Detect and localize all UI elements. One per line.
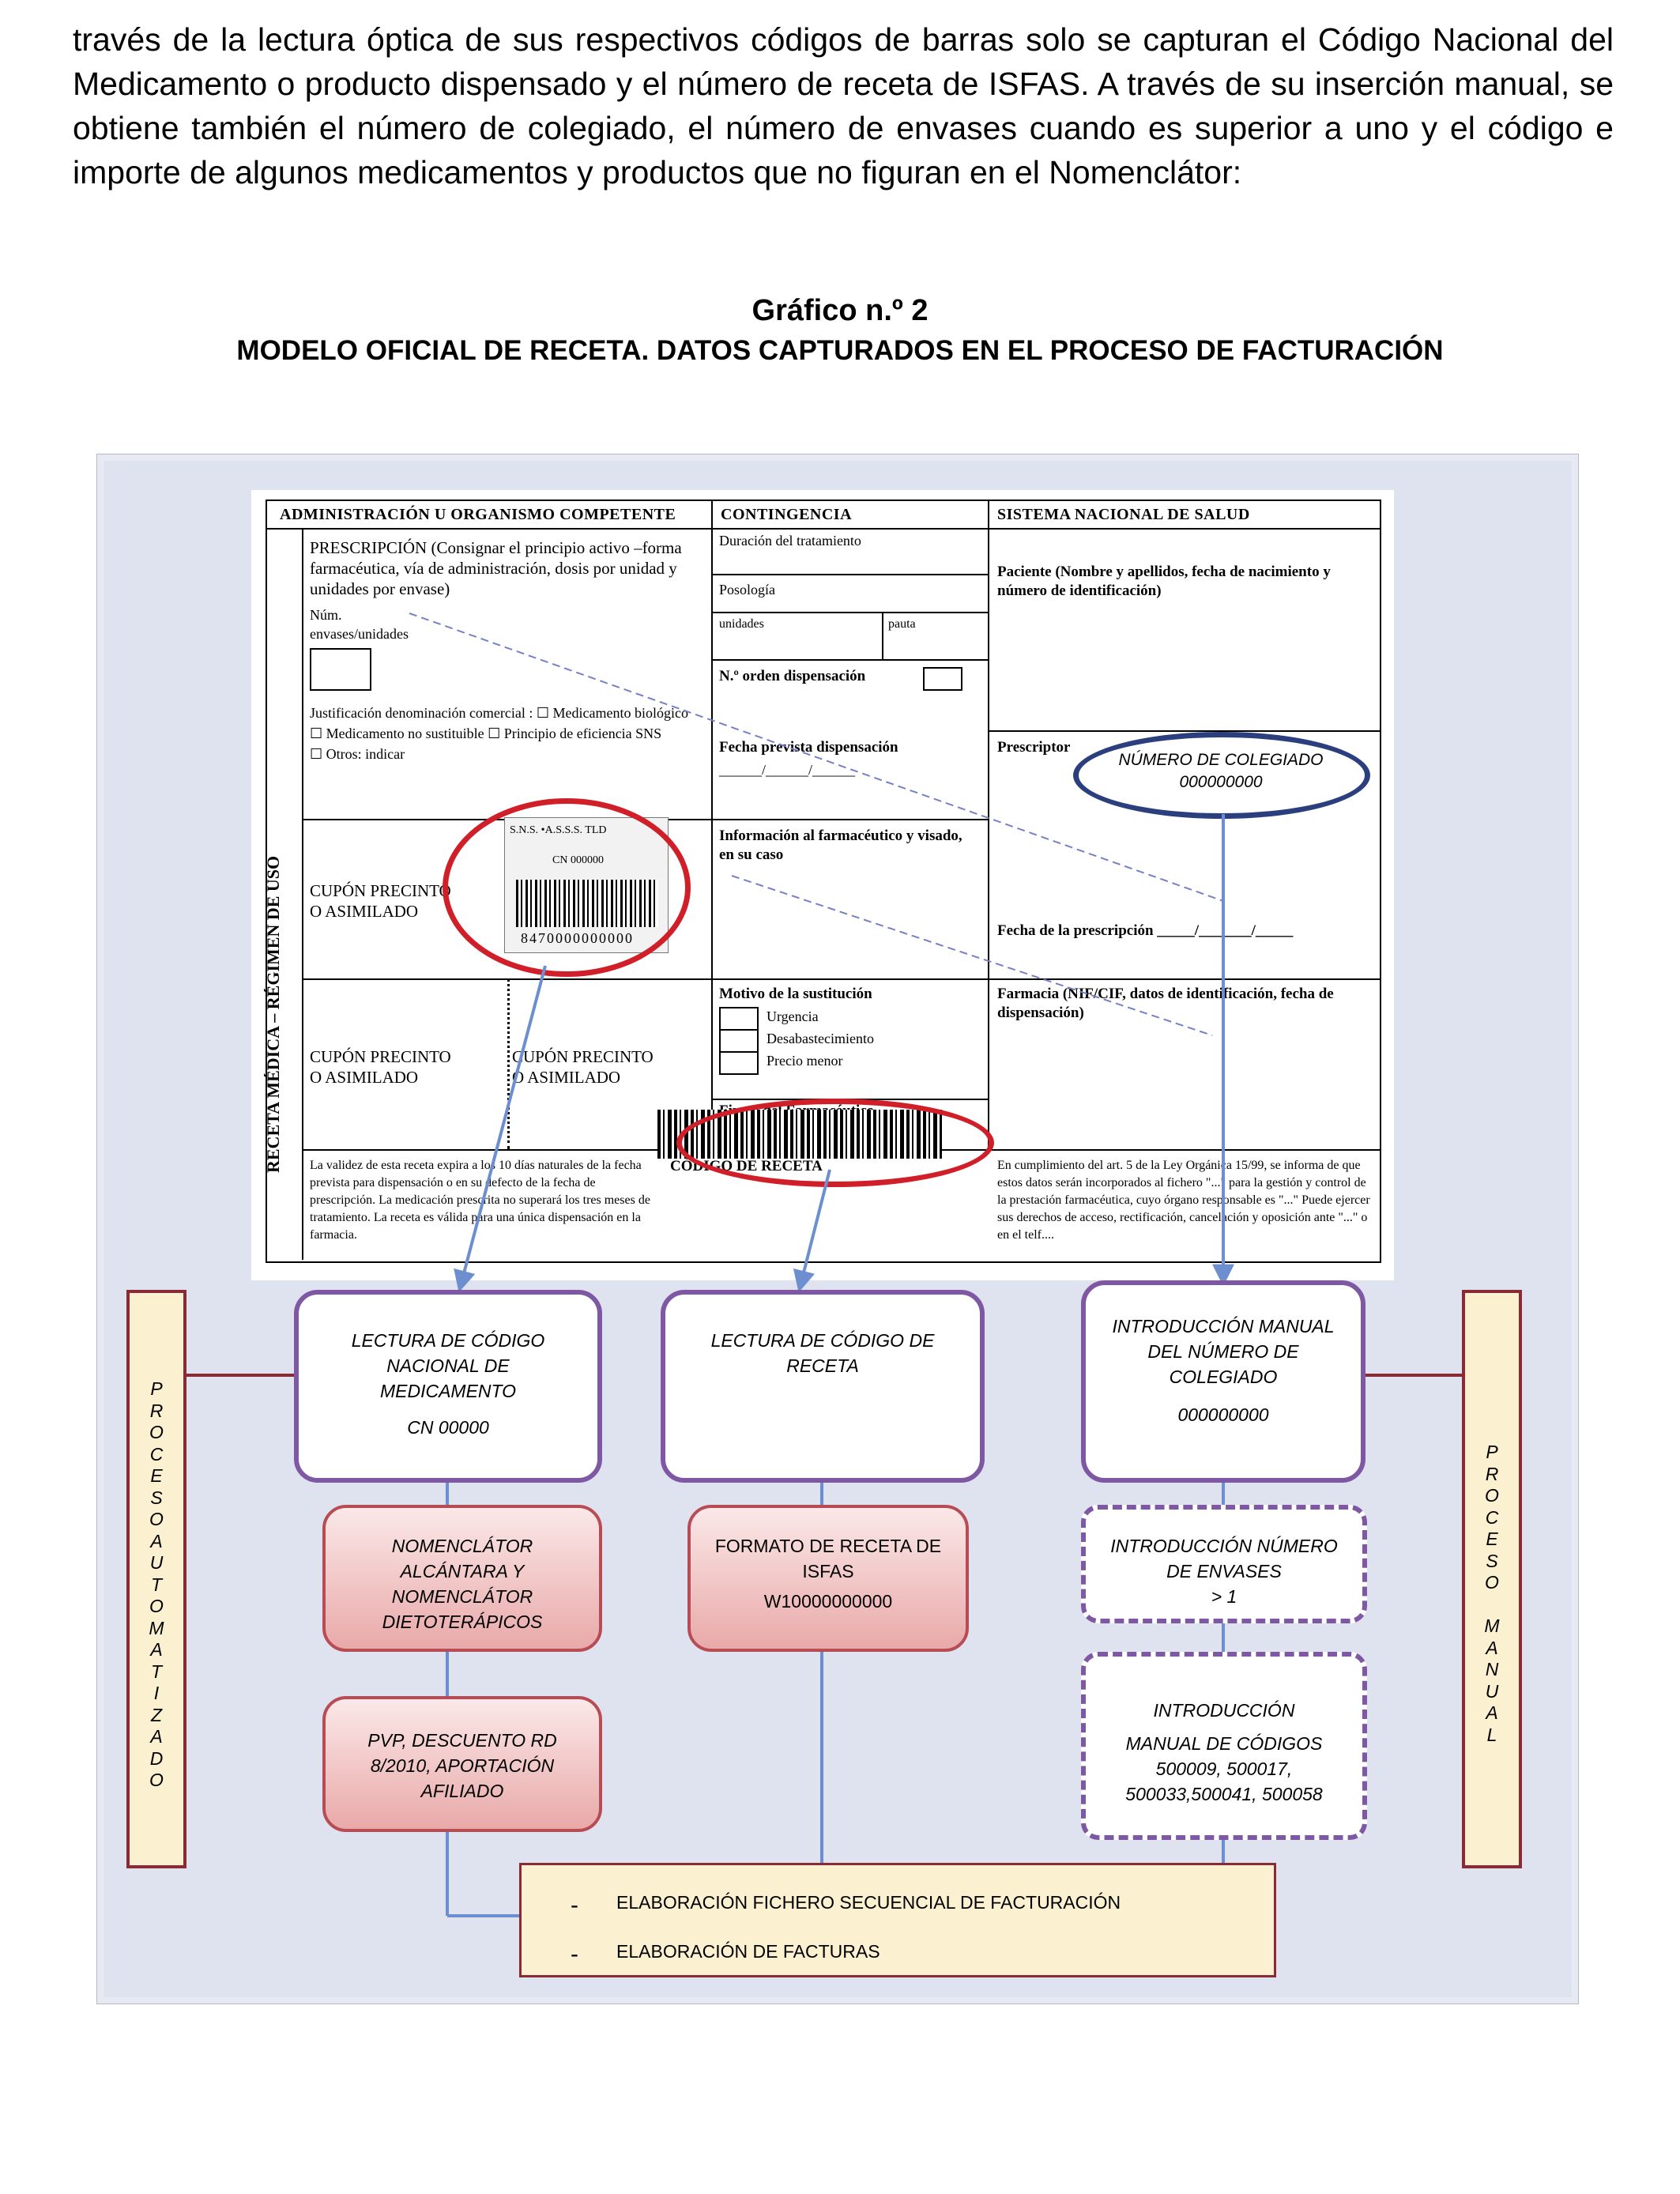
fecha-prevista-blanks: ______/______/______	[719, 762, 856, 778]
codes-input-value: MANUAL DE CÓDIGOS 500009, 500017, 500033…	[1125, 1733, 1323, 1804]
cn-reading-value: CN 00000	[407, 1417, 489, 1438]
figure-title: MODELO OFICIAL DE RECETA. DATOS CAPTURAD…	[236, 335, 1444, 366]
recipe-format-title: FORMATO DE RECETA DE ISFAS	[714, 1536, 942, 1581]
posologia-text: Posología	[719, 582, 776, 598]
cupon-2-text: CUPÓN PRECINTO O ASIMILADO	[310, 1047, 451, 1087]
fecha-prescripcion-text: Fecha de la prescripción _____/_______/_…	[997, 922, 1294, 939]
envases-input-box: INTRODUCCIÓN NÚMERO DE ENVASES > 1	[1081, 1505, 1367, 1623]
cn-reading-title: LECTURA DE CÓDIGO NACIONAL DE MEDICAMENT…	[351, 1330, 545, 1401]
recipe-highlight-circle	[676, 1099, 994, 1187]
cupon-1-text: CUPÓN PRECINTO O ASIMILADO	[310, 881, 451, 921]
unidades-text: unidades	[719, 617, 764, 631]
colegiado-input-box: INTRODUCCIÓN MANUAL DEL NÚMERO DE COLEGI…	[1081, 1280, 1365, 1483]
prescriptor-text: Prescriptor	[997, 739, 1071, 756]
final-item-1: - ELABORACIÓN FICHERO SECUENCIAL DE FACT…	[571, 1892, 1121, 1918]
recipe-format-box: FORMATO DE RECETA DE ISFAS W10000000000	[687, 1505, 969, 1652]
final-output-box: - ELABORACIÓN FICHERO SECUENCIAL DE FACT…	[519, 1863, 1276, 1977]
no-sustituible-text: ☐ Medicamento no sustituible ☐ Principio…	[310, 726, 662, 741]
bullet-dash-icon: -	[571, 1892, 578, 1918]
cupon-3-text: CUPÓN PRECINTO O ASIMILADO	[512, 1047, 654, 1087]
codes-input-box: INTRODUCCIÓN MANUAL DE CÓDIGOS 500009, 5…	[1081, 1652, 1367, 1840]
cn-reading-box: LECTURA DE CÓDIGO NACIONAL DE MEDICAMENT…	[294, 1290, 602, 1483]
paciente-text: Paciente (Nombre y apellidos, fecha de n…	[997, 564, 1331, 599]
final-item-2: - ELABORACIÓN DE FACTURAS	[571, 1941, 880, 1967]
final-item-2-label: ELABORACIÓN DE FACTURAS	[616, 1941, 880, 1962]
recipe-reading-title: LECTURA DE CÓDIGO DE RECETA	[710, 1330, 935, 1376]
nomenclator-box: NOMENCLÁTOR ALCÁNTARA Y NOMENCLÁTOR DIET…	[322, 1505, 602, 1652]
informacion-text: Información al farmacéutico y visado, en…	[719, 827, 962, 863]
recipe-reading-box: LECTURA DE CÓDIGO DE RECETA	[661, 1290, 985, 1483]
precio-menor-text: Precio menor	[767, 1053, 843, 1069]
pvp-text: PVP, DESCUENTO RD 8/2010, APORTACIÓN AFI…	[367, 1730, 557, 1801]
desabastecimiento-text: Desabastecimiento	[767, 1031, 874, 1046]
duracion-text: Duración del tratamiento	[719, 533, 861, 548]
validez-text: La validez de esta receta expira a los 1…	[310, 1159, 650, 1242]
colegiado-input-value: 000000000	[1177, 1404, 1269, 1425]
num-envases-box	[310, 648, 371, 691]
num-envases-text: Núm. envases/unidades	[310, 607, 409, 642]
urgencia-text: Urgencia	[767, 1008, 819, 1024]
cumplimiento-text: En cumplimiento del art. 5 de la Ley Org…	[997, 1159, 1370, 1242]
otros-text: ☐ Otros: indicar	[310, 746, 405, 762]
final-item-1-label: ELABORACIÓN FICHERO SECUENCIAL DE FACTUR…	[616, 1892, 1121, 1913]
orden-dispensacion-box	[923, 667, 962, 691]
colegiado-oval-value: 000000000	[1179, 773, 1263, 791]
urgencia-box	[719, 1007, 759, 1031]
header-contingencia: CONTINGENCIA	[721, 506, 853, 523]
pvp-box: PVP, DESCUENTO RD 8/2010, APORTACIÓN AFI…	[322, 1696, 602, 1832]
motivo-text: Motivo de la sustitución	[719, 986, 872, 1002]
justificacion-text: Justificación denominación comercial : ☐…	[310, 705, 688, 721]
colegiado-input-title: INTRODUCCIÓN MANUAL DEL NÚMERO DE COLEGI…	[1112, 1316, 1335, 1387]
fecha-prevista-text: Fecha prevista dispensación	[719, 739, 898, 756]
bullet-dash-icon: -	[571, 1941, 578, 1967]
cn-highlight-circle	[443, 798, 691, 977]
pauta-text: pauta	[888, 617, 916, 631]
envases-input-value: > 1	[1211, 1586, 1237, 1607]
orden-dispensacion-text: N.º orden dispensación	[719, 668, 866, 684]
nomenclator-text: NOMENCLÁTOR ALCÁNTARA Y NOMENCLÁTOR DIET…	[382, 1536, 543, 1632]
figure-number: Gráfico n.º 2	[751, 294, 929, 327]
codes-input-title: INTRODUCCIÓN	[1153, 1700, 1295, 1721]
prescripcion-text: PRESCRIPCIÓN (Consignar el principio act…	[310, 538, 682, 598]
precio-menor-box	[719, 1051, 759, 1075]
header-sns: SISTEMA NACIONAL DE SALUD	[997, 506, 1250, 523]
envases-input-title: INTRODUCCIÓN NÚMERO DE ENVASES	[1110, 1536, 1338, 1581]
farmacia-text: Farmacia (NIF/CIF, datos de identificaci…	[997, 986, 1334, 1021]
intro-paragraph: través de la lectura óptica de sus respe…	[73, 21, 1614, 190]
header-admin: ADMINISTRACIÓN U ORGANISMO COMPETENTE	[280, 506, 676, 523]
dashed-guides	[409, 613, 1224, 1036]
colegiado-oval-label: NÚMERO DE COLEGIADO	[1118, 751, 1324, 769]
recipe-format-value: W10000000000	[763, 1591, 893, 1612]
desabastecimiento-box	[719, 1029, 759, 1053]
